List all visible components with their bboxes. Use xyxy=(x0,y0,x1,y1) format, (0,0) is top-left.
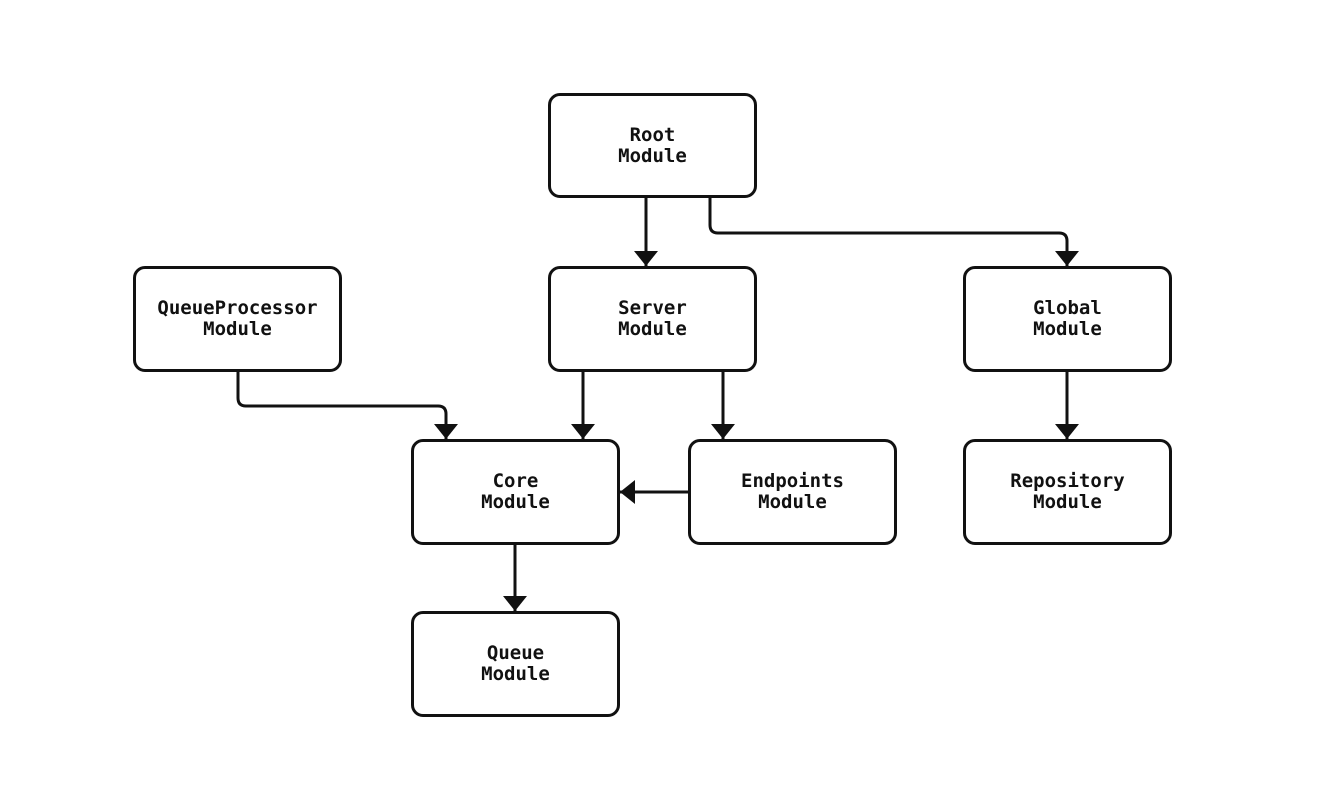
node-root-module: Root Module xyxy=(548,93,757,198)
node-global-module: Global Module xyxy=(963,266,1172,372)
node-core-module: Core Module xyxy=(411,439,620,545)
node-repository-module-label: Repository Module xyxy=(1010,470,1125,513)
node-global-module-label: Global Module xyxy=(1033,297,1102,340)
node-core-module-label: Core Module xyxy=(481,470,550,513)
node-root-module-label: Root Module xyxy=(618,123,687,167)
node-repository-module: Repository Module xyxy=(963,439,1172,545)
edge-queueprocessor-module-to-core-module xyxy=(236,372,458,439)
node-queueprocessor-module: QueueProcessor Module xyxy=(133,266,342,372)
node-queue-module-label: Queue Module xyxy=(481,642,550,685)
node-server-module-label: Server Module xyxy=(618,297,687,340)
node-endpoints-module: Endpoints Module xyxy=(688,439,897,545)
node-queue-module: Queue Module xyxy=(411,611,620,717)
edge-root-module-to-global-module xyxy=(708,198,1079,266)
node-queueprocessor-module-label: QueueProcessor Module xyxy=(157,297,318,340)
node-endpoints-module-label: Endpoints Module xyxy=(741,470,844,513)
node-server-module: Server Module xyxy=(548,266,757,372)
